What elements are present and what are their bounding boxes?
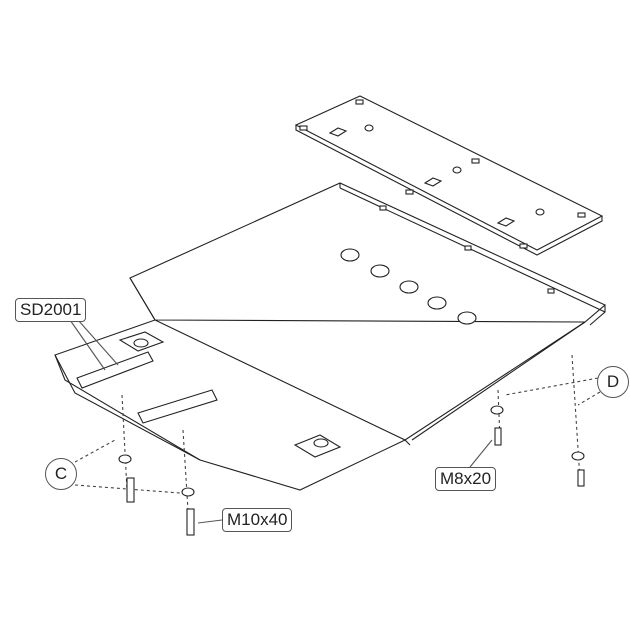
part-label-sd2001: SD2001 — [15, 298, 87, 322]
bolts-washers — [118, 405, 585, 536]
oval-slots — [340, 248, 477, 325]
callout-d: D — [597, 366, 629, 398]
sd2001-brackets — [76, 351, 218, 424]
callout-c: C — [45, 458, 77, 490]
leader-lines — [69, 319, 493, 524]
bolt-label-m8x20: M8x20 — [435, 467, 497, 491]
main-skid-plate — [54, 182, 607, 491]
bolt-label-m10x40: M10x40 — [222, 508, 293, 532]
rear-plate — [294, 95, 604, 256]
